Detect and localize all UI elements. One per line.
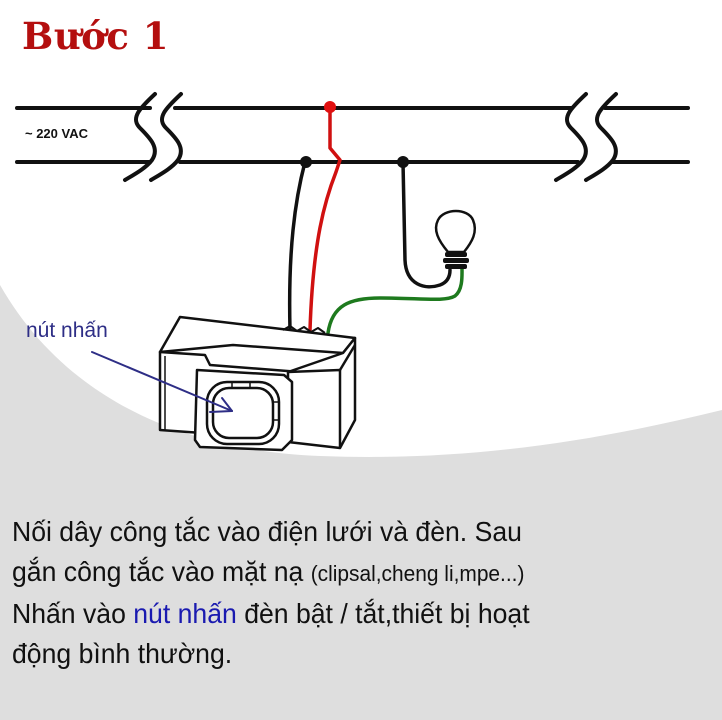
instruction-line-2-main: gắn công tắc vào mặt nạ — [12, 556, 311, 587]
brand-examples: (clipsal,cheng li,mpe...) — [310, 561, 525, 586]
instruction-line-3: Nhấn vào nút nhấn đèn bật / tắt,thiết bị… — [12, 594, 682, 634]
instruction-line-1: Nối dây công tắc vào điện lưới và đèn. S… — [12, 516, 522, 547]
instruction-text: Nối dây công tắc vào điện lưới và đèn. S… — [12, 512, 682, 674]
voltage-label: ~ 220 VAC — [25, 126, 88, 141]
background-wave — [0, 285, 722, 720]
instruction-line-2: gắn công tắc vào mặt nạ (clipsal,cheng l… — [12, 552, 682, 594]
phase-junction-dot — [324, 101, 336, 113]
line-break-left-icon — [123, 92, 183, 182]
line-wire-black — [287, 160, 307, 332]
phase-wire-red — [308, 106, 342, 332]
wall-switch-icon — [158, 315, 357, 452]
callout-arrow-icon — [91, 351, 233, 413]
light-bulb-icon — [434, 209, 477, 269]
instruction-line-3-start: Nhấn vào — [12, 598, 134, 629]
lamp-junction-dot — [397, 156, 409, 168]
push-button-highlight: nút nhấn — [133, 598, 237, 629]
instruction-line-3-end: đèn bật / tắt,thiết bị hoạt — [236, 598, 530, 629]
lamp-neutral-wire — [401, 160, 452, 289]
load-wire-green — [326, 266, 464, 335]
instruction-line-4: động bình thường. — [12, 638, 233, 669]
power-lines — [15, 106, 690, 164]
step-title: Bước 1 — [22, 14, 170, 58]
line-junction-dot-switch — [300, 156, 312, 168]
line-break-right-icon — [554, 92, 618, 182]
push-button-callout-label: nút nhấn — [26, 319, 108, 342]
